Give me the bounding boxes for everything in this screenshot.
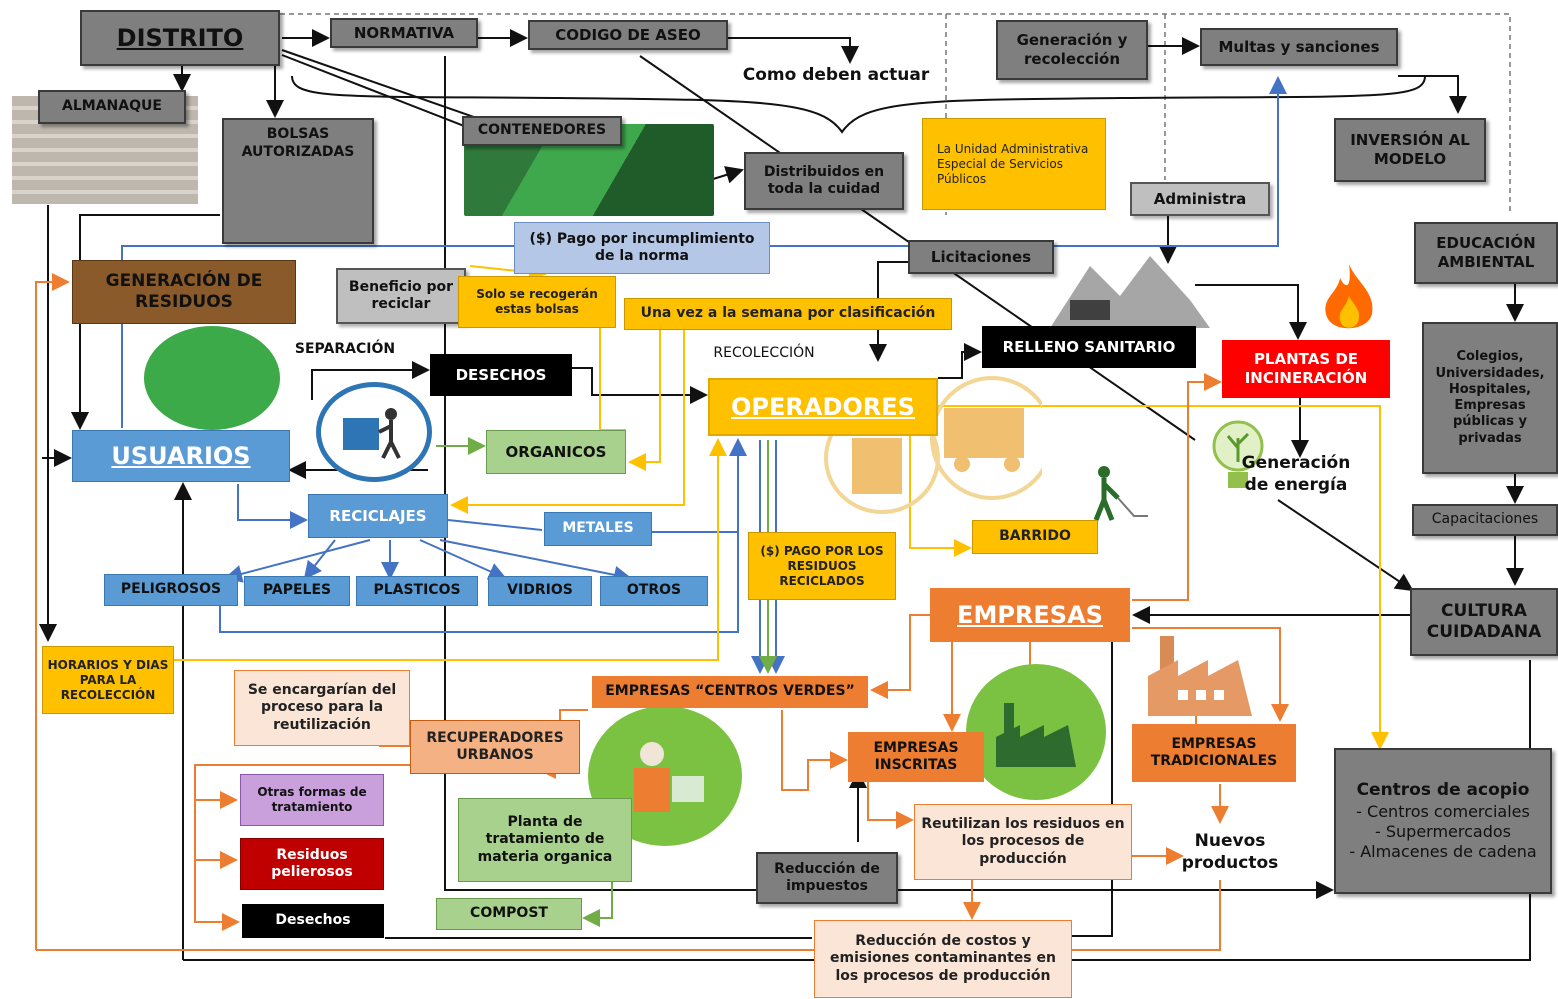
recuperadores-box: RECUPERADORES URBANOS xyxy=(410,720,580,774)
otros-box: OTROS xyxy=(600,576,708,606)
centros-acopio-item: - Supermercados xyxy=(1375,821,1511,841)
empresas-box[interactable]: EMPRESAS xyxy=(930,588,1130,642)
inversion-box: INVERSIÓN AL MODELO xyxy=(1334,118,1486,182)
factory-icon xyxy=(1148,626,1252,716)
bolsas-label: BOLSAS AUTORIZADAS xyxy=(241,126,355,160)
bolsas-box: BOLSAS AUTORIZADAS xyxy=(222,118,374,244)
cultura-box: CULTURA CUIDADANA xyxy=(1410,588,1558,656)
landfill-icon xyxy=(1050,256,1210,328)
se-encargarian-box: Se encargarían del proceso para la reuti… xyxy=(234,670,410,746)
educacion-box: EDUCACIÓN AMBIENTAL xyxy=(1414,222,1558,284)
sweeper-icon xyxy=(1078,464,1158,522)
reutilizan-box: Reutilizan los residuos en los procesos … xyxy=(914,804,1132,880)
barrido-box: BARRIDO xyxy=(972,520,1098,554)
solo-bolsas-box: Solo se recogerán estas bolsas xyxy=(458,276,616,328)
reduccion-impuestos-box: Reducción de impuestos xyxy=(756,852,898,904)
centros-acopio-item: - Almacenes de cadena xyxy=(1349,841,1537,861)
generacion-residuos-box: GENERACIÓN DE RESIDUOS xyxy=(72,260,296,324)
usuarios-box[interactable]: USUARIOS xyxy=(72,430,290,482)
recycle-person-icon xyxy=(316,382,432,482)
pago-incumplimiento-box: ($) Pago por incumplimiento de la norma xyxy=(514,222,770,274)
capacitaciones-box: Capacitaciones xyxy=(1412,504,1558,536)
centros-acopio-title: Centros de acopio xyxy=(1356,780,1530,801)
fire-icon xyxy=(1316,262,1382,336)
administra-box: Administra xyxy=(1130,182,1270,216)
centros-acopio-box: Centros de acopio - Centros comerciales … xyxy=(1334,748,1552,894)
centros-acopio-item: - Centros comerciales xyxy=(1356,801,1530,821)
generacion-recoleccion-box: Generación y recolección xyxy=(996,20,1148,80)
planta-tratamiento-box: Planta de tratamiento de materia organic… xyxy=(458,798,632,882)
reduccion-costos-box: Reducción de costos y emisiones contamin… xyxy=(814,920,1072,998)
pago-residuos-box: ($) PAGO POR LOS RESIDUOS RECICLADOS xyxy=(748,532,896,600)
multas-box: Multas y sanciones xyxy=(1200,28,1398,66)
otras-formas-box: Otras formas de tratamiento xyxy=(240,774,384,826)
normativa-box: NORMATIVA xyxy=(330,18,478,48)
inscritas-box: EMPRESAS INSCRITAS xyxy=(848,732,984,782)
vidrios-box: VIDRIOS xyxy=(488,576,592,606)
green-factory-icon xyxy=(966,664,1106,800)
almanaque-box: ALMANAQUE xyxy=(38,90,186,124)
separacion-text: SEPARACIÓN xyxy=(294,341,396,357)
beneficio-box: Beneficio por reciclar xyxy=(336,268,466,324)
residuos-peligrosos-box: Residuos pelierosos xyxy=(240,838,384,890)
tradicionales-box: EMPRESAS TRADICIONALES xyxy=(1132,724,1296,782)
compost-box: COMPOST xyxy=(436,898,582,930)
unidad-box: La Unidad Administrativa Especial de Ser… xyxy=(922,118,1106,210)
como-deben-actuar-text: Como deben actuar xyxy=(742,65,930,85)
plasticos-box: PLASTICOS xyxy=(356,576,478,606)
horarios-box: HORARIOS Y DIAS PARA LA RECOLECCIÓN xyxy=(42,646,174,714)
operadores-box[interactable]: OPERADORES xyxy=(708,378,938,436)
papeles-box: PAPELES xyxy=(244,576,350,606)
desechos-box: DESECHOS xyxy=(430,354,572,396)
relleno-box: RELLENO SANITARIO xyxy=(982,326,1196,368)
distrito-box: DISTRITO xyxy=(80,10,280,66)
generacion-energia-text: Generación de energía xyxy=(1241,453,1351,496)
plantas-incineracion-box: PLANTAS DE INCINERACIÓN xyxy=(1222,340,1390,398)
centros-verdes-box: EMPRESAS “CENTROS VERDES” xyxy=(592,676,868,708)
licitaciones-box: Licitaciones xyxy=(908,240,1054,274)
reciclajes-box: RECICLAJES xyxy=(308,494,448,538)
peligrosos-box: PELIGROSOS xyxy=(104,574,238,606)
metales-box: METALES xyxy=(544,512,652,546)
recycling-bins-icon xyxy=(144,326,280,430)
una-vez-box: Una vez a la semana por clasificación xyxy=(624,298,952,330)
colegios-box: Colegios, Universidades, Hospitales, Emp… xyxy=(1422,322,1558,474)
lightbulb-icon xyxy=(1210,418,1266,498)
codigo-aseo-box: CODIGO DE ASEO xyxy=(528,20,728,50)
nuevos-productos-text: Nuevos productos xyxy=(1181,831,1279,874)
organicos-box: ORGANICOS xyxy=(486,430,626,474)
distribuidos-box: Distribuidos en toda la cuidad xyxy=(744,152,904,210)
recoleccion-text: RECOLECCIÓN xyxy=(713,345,815,361)
contenedores-box: CONTENEDORES xyxy=(462,116,622,146)
desechos-small-box: Desechos xyxy=(242,904,384,938)
